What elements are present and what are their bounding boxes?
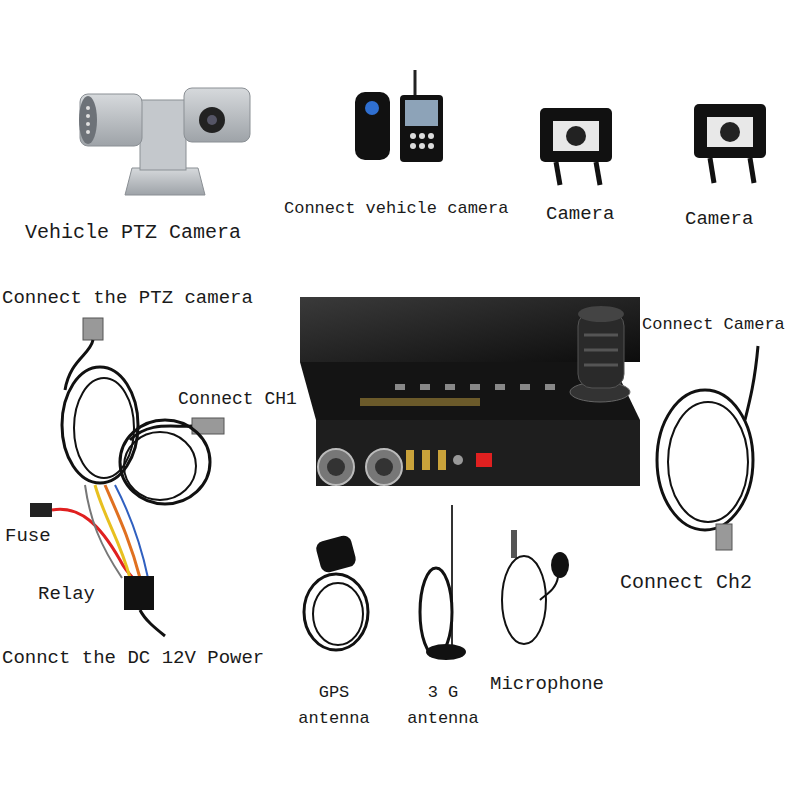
- part-label: Connect vehicle camera: [284, 196, 508, 222]
- ptz-camera: [79, 88, 250, 195]
- part-label: Relay: [38, 580, 95, 609]
- part-label: Camera: [685, 205, 753, 234]
- microphone: [502, 530, 569, 644]
- remote-and-monitor: [355, 70, 443, 162]
- mobile-dvr: [300, 297, 640, 486]
- cable-harness: [30, 318, 224, 636]
- part-label: Microphone: [490, 670, 604, 699]
- part-label: 3 G antenna: [398, 680, 488, 731]
- part-label: Connect Ch2: [620, 568, 752, 598]
- part-label: Connect the PTZ camera: [2, 284, 253, 313]
- part-label: Connct the DC 12V Power: [2, 644, 264, 673]
- part-label: Fuse: [5, 522, 51, 551]
- part-label: GPS antenna: [292, 680, 376, 731]
- part-label: Connect CH1: [178, 386, 297, 413]
- box-camera: [694, 104, 766, 183]
- gps-antenna: [304, 534, 368, 650]
- part-label: Vehicle PTZ Camera: [25, 218, 241, 248]
- part-label: Camera: [546, 200, 614, 229]
- box-camera: [540, 108, 612, 185]
- camera-cable: [657, 346, 758, 550]
- 3g-antenna: [420, 505, 466, 660]
- part-label: Connect Camera: [642, 312, 785, 338]
